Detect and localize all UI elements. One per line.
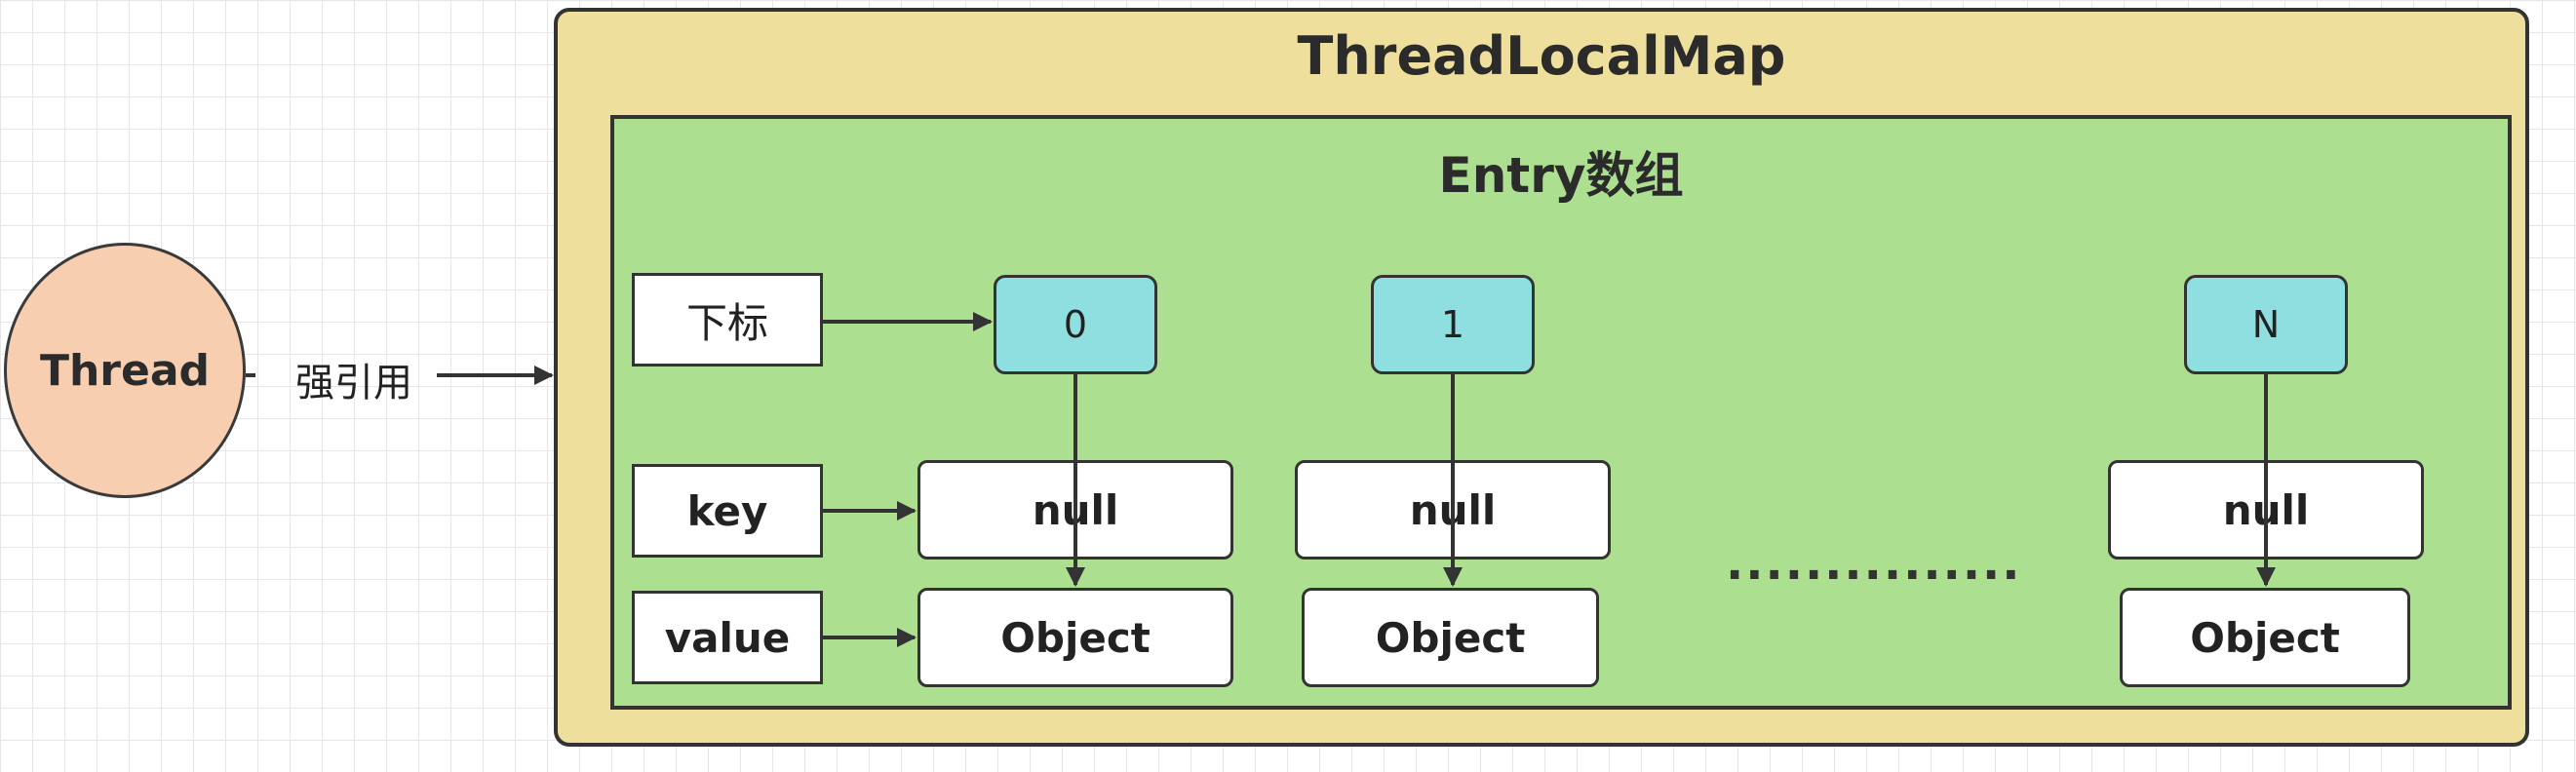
index-cell-1: 1 [1371, 275, 1535, 374]
index-row-label: 下标 [632, 273, 823, 367]
entry-array-title: Entry数组 [1438, 147, 1684, 204]
value-cell-1: Object [1302, 588, 1599, 687]
value-row-label: value [632, 591, 823, 684]
value-cell-n: Object [2120, 588, 2410, 687]
index-cell-n: N [2184, 275, 2348, 374]
index-cell-0: 0 [994, 275, 1157, 374]
thread-local-map-title: ThreadLocalMap [1297, 25, 1786, 87]
thread-label: Thread [39, 345, 211, 396]
thread-node: Thread [4, 243, 246, 498]
value-cell-0: Object [917, 588, 1233, 687]
ellipsis: ............... [1726, 536, 2022, 591]
strong-reference-label: 强引用 [295, 361, 412, 405]
key-row-label: key [632, 464, 823, 558]
